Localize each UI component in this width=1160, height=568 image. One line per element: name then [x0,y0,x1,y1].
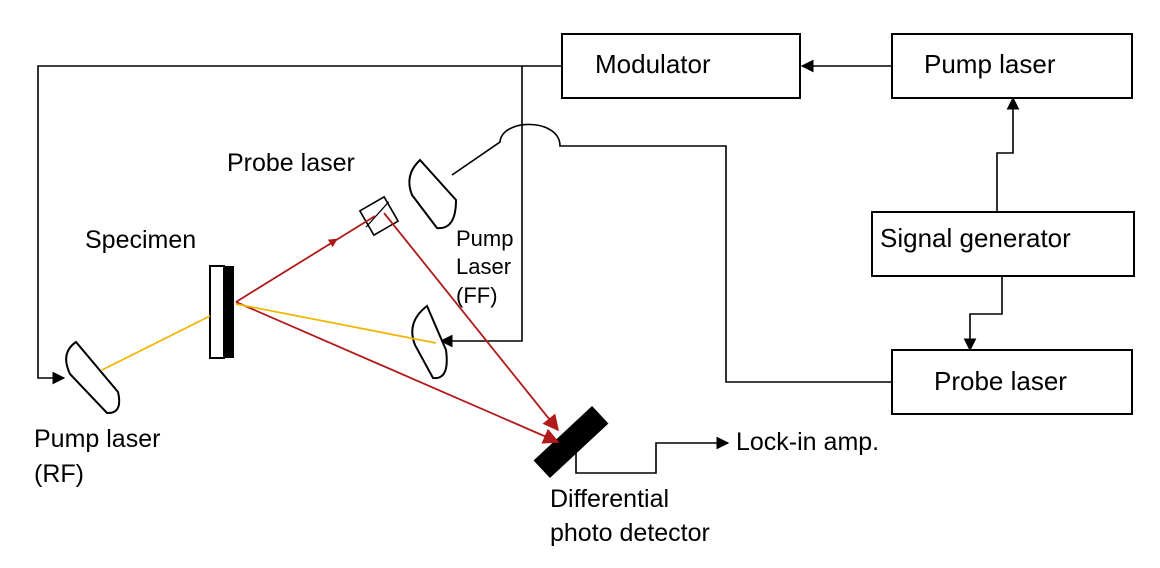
wire-probe-laser-to-probe-lens [451,123,892,383]
probe-laser-box-label: Probe laser [934,366,1067,396]
probe-laser-optic-label: Probe laser [227,149,355,177]
wire-detector-to-lockin [575,436,730,474]
specimen-label: Specimen [85,226,196,254]
modulator-box: Modulator [561,33,801,99]
wire-signal-generator-to-probe-laser [963,276,1003,352]
probe-beam-reference [383,212,560,432]
signal-generator-box: Signal generator [871,211,1135,277]
pump-rf-label-line2: (RF) [34,460,84,488]
pump-ff-label-line1: Pump [456,226,513,251]
wire-signal-generator-to-pump-laser [996,96,1020,212]
detector-label-line1: Differential [550,485,669,513]
pump-ff-label-line2: Laser [456,254,511,279]
wire-modulator-to-ff-pump [439,66,523,348]
probe-beam-arrow-2 [309,333,327,343]
probe-laser-box: Probe laser [891,349,1133,415]
pump-laser-box: Pump laser [891,33,1133,99]
pump-beam-rf-arrow [161,331,179,341]
pump-beam-ff [235,303,437,344]
modulator-label: Modulator [595,49,711,79]
detector-label-line2: photo detector [550,519,710,547]
pump-beam-ff-arrow [293,315,311,320]
wire-modulator-to-rf-pump [37,65,562,385]
lockin-amp-label: Lock-in amp. [736,428,879,456]
pump-laser-label: Pump laser [924,49,1056,79]
differential-photo-detector [533,405,609,479]
pump-rf-label-line1: Pump laser [34,425,160,453]
probe-beam-reflected [235,301,560,444]
probe-beam-arrow-1b [311,240,335,256]
signal-generator-label: Signal generator [880,223,1071,253]
specimen [209,265,234,359]
pump-beam-rf [101,315,211,371]
probe-beam-incident [235,215,376,303]
probe-lens [408,158,458,230]
rf-pump-lens [65,340,121,415]
beam-splitter-cube [358,195,400,237]
pump-ff-label-line3: (FF) [456,283,498,308]
